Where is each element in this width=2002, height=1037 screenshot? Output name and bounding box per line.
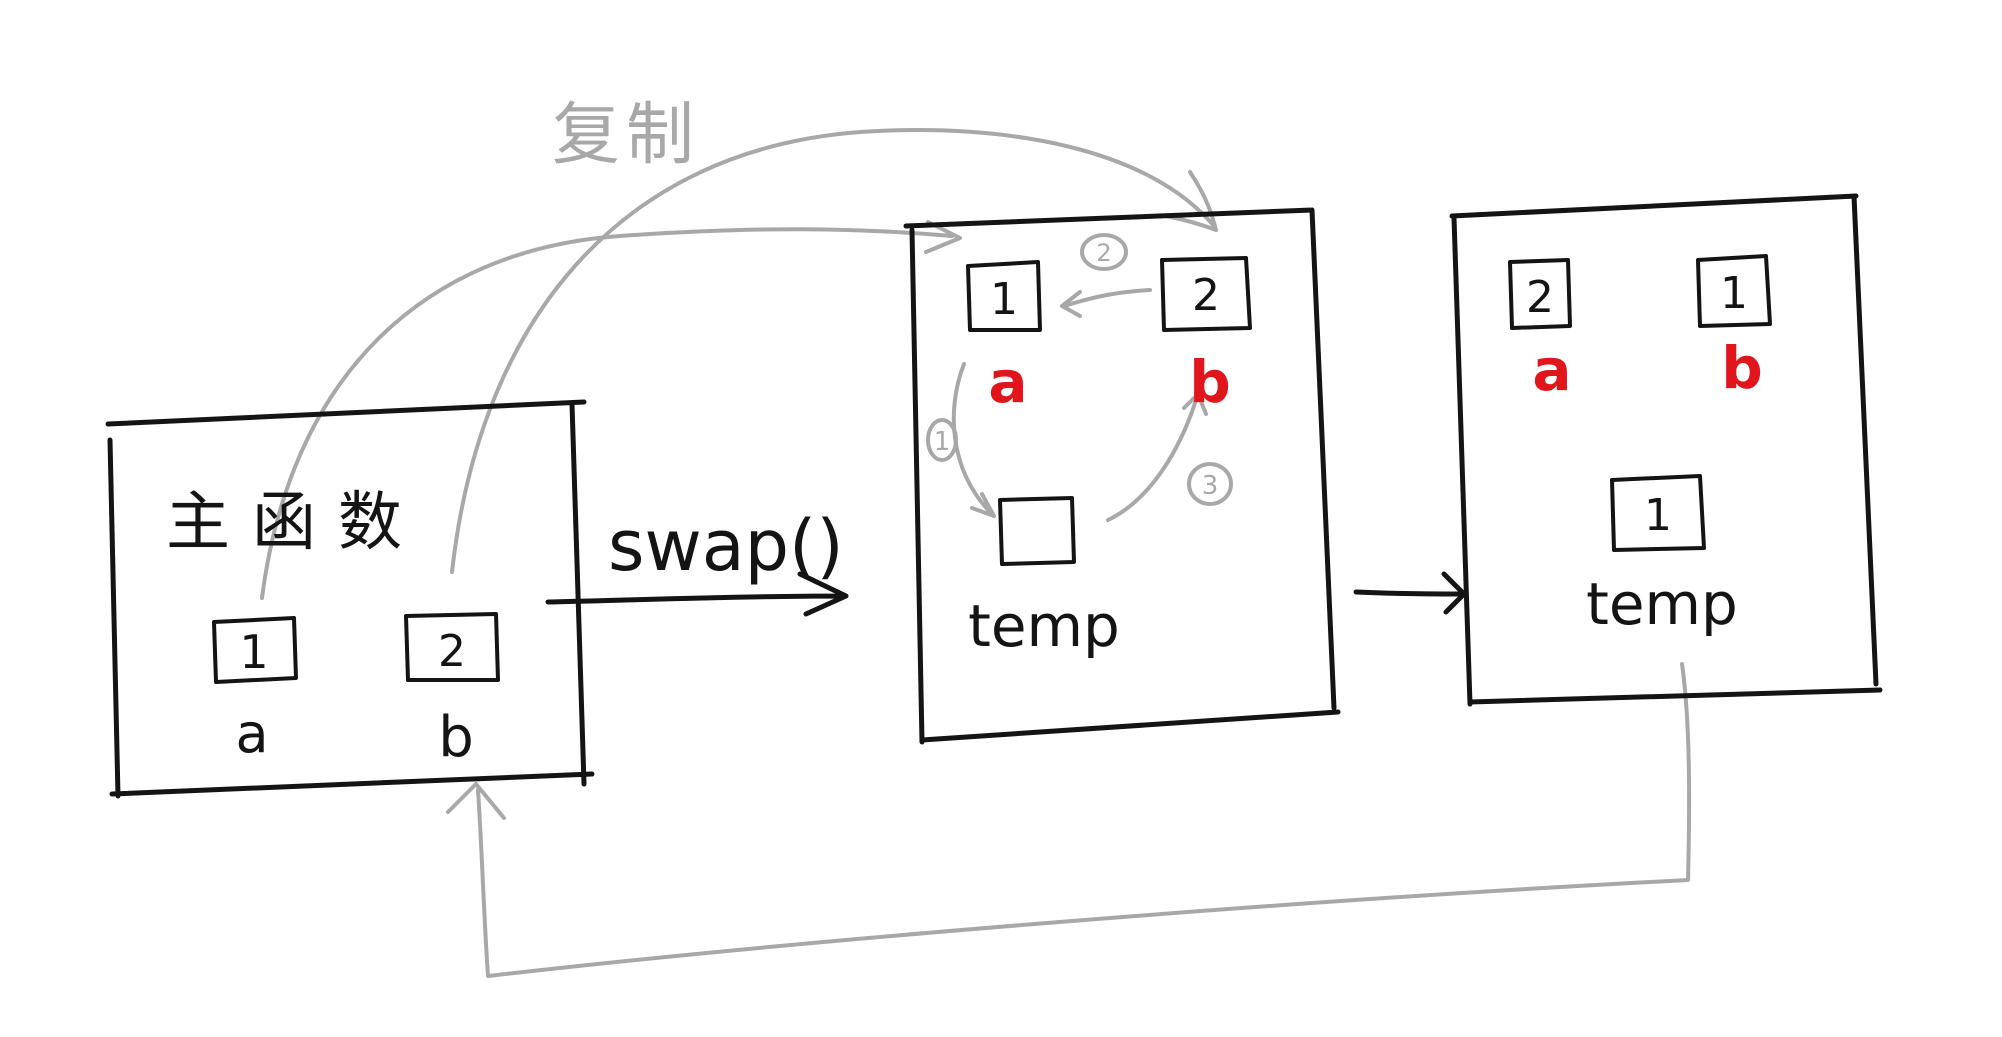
swap-frame-after: 2 a 1 b 1 temp xyxy=(1449,193,1883,707)
return-arrow xyxy=(446,662,1692,978)
copy-arrowhead-a xyxy=(924,220,962,254)
return-arrow-line xyxy=(476,662,1692,978)
after-var-a-value: 2 xyxy=(1526,272,1554,323)
step1-arrow xyxy=(951,362,992,514)
swap-var-b-name: b xyxy=(1189,348,1231,416)
step-marker-1: 1 xyxy=(926,418,958,462)
after-var-a-name: a xyxy=(1532,336,1571,404)
after-var-temp-box xyxy=(1610,474,1706,552)
swap-var-b-value: 2 xyxy=(1192,270,1220,321)
main-var-b: 2 b xyxy=(404,612,500,770)
step1-arrowhead xyxy=(970,492,996,518)
return-arrowhead xyxy=(446,782,506,820)
next-state-arrow xyxy=(1353,571,1467,615)
after-var-b: 1 b xyxy=(1696,254,1772,402)
after-var-a-box xyxy=(1508,258,1572,330)
swap-var-b-box xyxy=(1160,256,1252,332)
swap-var-a: 1 a xyxy=(966,260,1042,416)
copy-arrowhead-b xyxy=(1164,170,1218,232)
swap-call: swap() xyxy=(545,505,849,617)
copy-label: 复制 xyxy=(552,96,700,175)
main-var-b-box xyxy=(404,612,500,682)
main-var-a: 1 a xyxy=(212,616,298,765)
swap-call-arrow xyxy=(545,571,849,617)
copy-arrow-a xyxy=(260,227,954,600)
main-var-b-value: 2 xyxy=(438,626,466,677)
after-var-temp-name: temp xyxy=(1586,570,1738,638)
main-var-b-name: b xyxy=(438,705,474,770)
step2-arrowhead xyxy=(1060,290,1082,318)
after-var-b-box xyxy=(1696,254,1772,328)
swap-var-a-value: 1 xyxy=(990,274,1018,325)
swap-var-temp-name: temp xyxy=(968,592,1120,660)
step3-arrowhead xyxy=(1182,392,1208,416)
main-var-a-box xyxy=(212,616,298,684)
swap-var-temp: temp xyxy=(968,496,1120,660)
swap-var-a-name: a xyxy=(988,348,1027,416)
swap-frame-before-border xyxy=(903,207,1341,745)
step-marker-2-label: 2 xyxy=(1096,239,1111,267)
main-frame: 主函数 1 a 2 b xyxy=(105,399,595,799)
swap-var-temp-box xyxy=(998,496,1076,566)
step-marker-3: 3 xyxy=(1187,462,1233,506)
main-var-a-value: 1 xyxy=(239,625,268,679)
step2-arrow xyxy=(1062,288,1152,308)
step-markers: 1 2 3 xyxy=(926,233,1233,506)
step-marker-3-label: 3 xyxy=(1202,471,1219,501)
after-var-b-name: b xyxy=(1721,334,1763,402)
copy-arrows xyxy=(260,128,1218,600)
step3-arrow xyxy=(1106,398,1198,522)
main-frame-title: 主函数 xyxy=(166,486,424,560)
swap-frame-after-border xyxy=(1449,193,1883,707)
main-frame-border xyxy=(105,399,595,799)
swap-frame-before: 1 a 2 b temp xyxy=(903,207,1341,745)
after-var-b-value: 1 xyxy=(1720,268,1748,319)
main-var-a-name: a xyxy=(235,702,268,765)
after-var-a: 2 a xyxy=(1508,258,1572,404)
swap-var-b: 2 b xyxy=(1160,256,1252,416)
step-marker-1-label: 1 xyxy=(934,427,951,457)
swap-var-a-box xyxy=(966,260,1042,332)
copy-arrow-b xyxy=(450,128,1216,574)
after-var-temp-value: 1 xyxy=(1644,490,1672,541)
step-marker-2: 2 xyxy=(1080,233,1128,271)
swap-call-label: swap() xyxy=(608,505,844,587)
after-var-temp: 1 temp xyxy=(1586,474,1738,638)
